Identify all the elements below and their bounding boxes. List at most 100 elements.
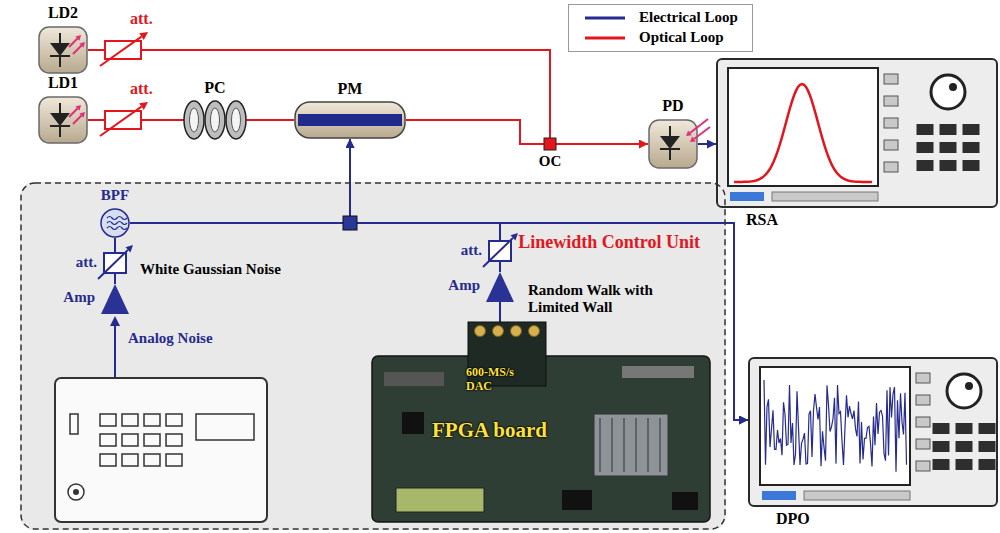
text-holder: Linewidth Control Unit xyxy=(516,232,700,253)
noise-wire xyxy=(114,325,116,377)
legend-text: Electrical Loop xyxy=(639,9,738,26)
arrow-head xyxy=(690,137,696,142)
instrument-knob xyxy=(931,75,965,109)
text-holder: Random Walk with Limited Wall xyxy=(528,282,678,317)
band-pass-filter: BPF xyxy=(100,208,130,238)
text-holder: Analog Noise xyxy=(128,330,238,347)
text-holder: Amp xyxy=(432,277,480,294)
sma-connector xyxy=(529,326,540,337)
node-shape xyxy=(104,40,142,60)
arrow-head xyxy=(686,131,692,136)
optical-fiber xyxy=(406,120,544,144)
side-key xyxy=(884,162,898,172)
coupler-square xyxy=(544,138,556,150)
side-key xyxy=(884,140,898,150)
optical-fiber xyxy=(556,143,648,145)
node-label: FPGA board xyxy=(432,418,622,442)
generator-key xyxy=(144,414,160,426)
node-shape xyxy=(100,208,130,238)
legend-line xyxy=(585,17,625,20)
electrical-wire xyxy=(114,274,116,284)
text-holder: att. xyxy=(436,242,482,259)
heat-sink-fin xyxy=(599,418,601,472)
generator-key xyxy=(122,414,138,426)
spectrum-analyzer: RSA xyxy=(716,58,998,208)
fiber-paddle-hole xyxy=(211,108,220,132)
modulator-body xyxy=(295,102,405,138)
diode-lead xyxy=(669,126,671,136)
fpga-chip xyxy=(594,414,668,476)
optical-fiber xyxy=(88,49,104,51)
instrument-key xyxy=(940,142,957,153)
node-shape xyxy=(748,357,998,507)
node-label: att. xyxy=(51,254,97,271)
oscilloscope: DPO xyxy=(748,357,998,507)
electrical-wire xyxy=(499,262,501,272)
node-label: Amp xyxy=(47,289,95,306)
knob-dot xyxy=(965,382,973,390)
node-shape xyxy=(648,119,698,169)
arrow-shaft xyxy=(69,39,77,47)
instrument-body xyxy=(717,59,997,207)
node-label: Linewidth Control Unit xyxy=(516,232,700,253)
optical-attenuator: att. xyxy=(104,40,142,60)
optical-fiber xyxy=(246,119,294,121)
instrument-key xyxy=(917,142,934,153)
text-holder: LD2 xyxy=(33,4,93,22)
electrical-wire xyxy=(114,238,116,252)
side-key xyxy=(916,439,930,449)
ic xyxy=(402,412,424,434)
instrument-key xyxy=(963,160,980,171)
noise-generator xyxy=(55,378,267,522)
device-body xyxy=(39,97,87,143)
arrow-head xyxy=(126,245,133,252)
node-label: PM xyxy=(294,80,406,98)
instrument-key xyxy=(963,142,980,153)
text-holder: PD xyxy=(643,97,703,115)
sma-connector xyxy=(511,326,522,337)
node-shape xyxy=(38,96,88,144)
arrow-shaft xyxy=(483,238,513,267)
text-holder: BPF xyxy=(90,187,140,204)
heat-sink-fin xyxy=(623,418,625,472)
amplifier-triangle xyxy=(101,284,129,314)
instrument-key xyxy=(956,423,973,434)
generator-display xyxy=(196,414,254,440)
heat-sink-fin xyxy=(635,418,637,472)
arrow-shaft xyxy=(100,107,141,136)
side-key xyxy=(884,74,898,84)
side-key xyxy=(916,417,930,427)
side-key xyxy=(916,373,930,383)
text-holder: PM xyxy=(294,80,406,98)
noise-arrow-head xyxy=(110,316,120,326)
signal-label: Random Walk with Limited Wall xyxy=(528,282,678,317)
lcd-panel xyxy=(396,488,484,512)
node-label: LD2 xyxy=(33,4,93,22)
sma-connector xyxy=(475,326,486,337)
instrument-screen xyxy=(728,68,878,186)
instrument-key xyxy=(933,459,950,470)
control-unit-ground xyxy=(20,182,726,530)
node-label: DPO xyxy=(776,510,856,528)
text-holder: LD1 xyxy=(33,74,93,92)
node-label: OC xyxy=(528,153,572,170)
arrow-head xyxy=(79,42,85,48)
legend-row: Electrical Loop xyxy=(583,8,738,28)
text-holder: 600-MS/s DAC xyxy=(466,366,536,394)
heat-sink-fin xyxy=(647,418,649,472)
amplifier: Amp xyxy=(101,284,129,314)
dashed-outline xyxy=(21,183,725,529)
arrow-shaft xyxy=(73,116,81,124)
electrical-attenuator: att. xyxy=(103,252,127,274)
arrow-head xyxy=(75,35,81,41)
node-shape xyxy=(486,272,514,302)
instrument-key xyxy=(979,423,996,434)
text-holder: FPGA board xyxy=(432,418,622,442)
arrow-shaft xyxy=(100,37,141,66)
signal-label: White Gaussian Noise xyxy=(140,261,315,278)
optical-fiber xyxy=(88,119,104,121)
instrument-key xyxy=(979,459,996,470)
optical-attenuator: att. xyxy=(104,110,142,130)
